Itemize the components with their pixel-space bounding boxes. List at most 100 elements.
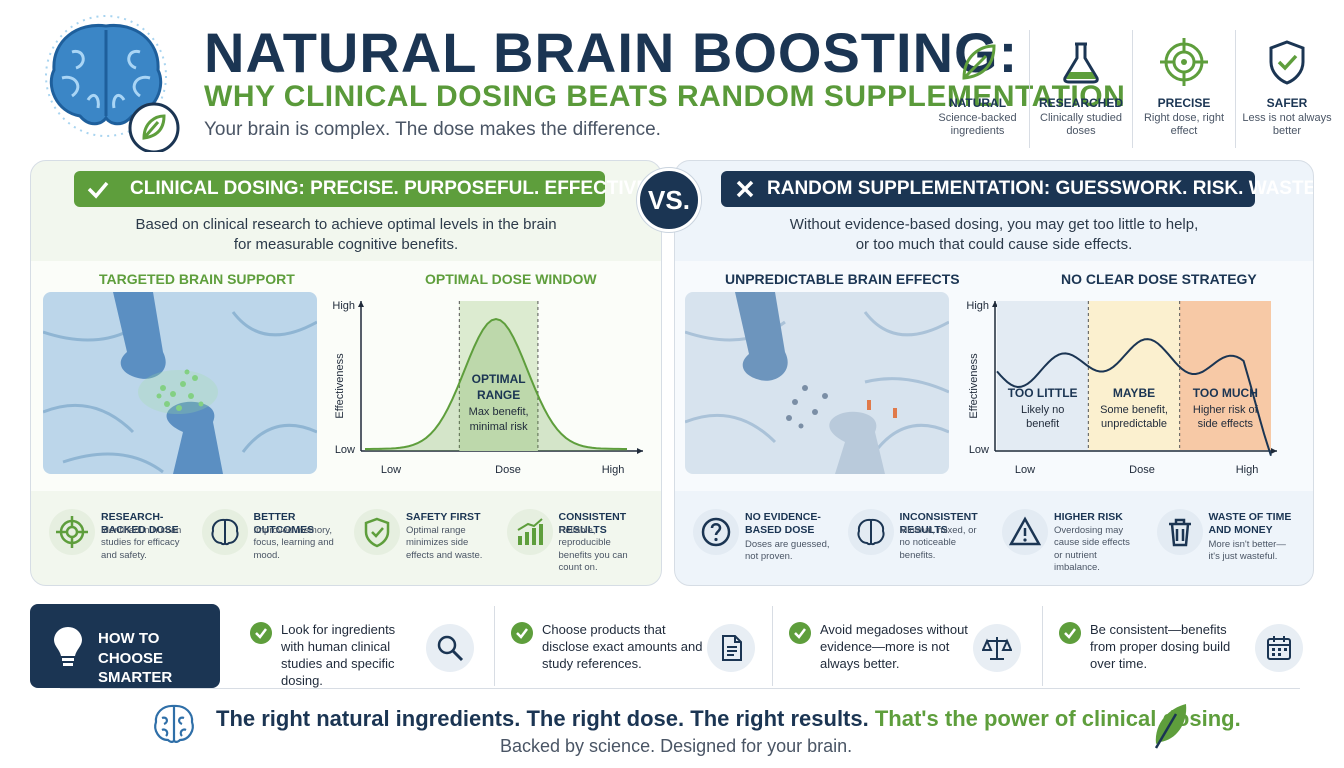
lightbulb-icon bbox=[54, 627, 82, 666]
tip-text: Choose products that disclose exact amou… bbox=[542, 622, 703, 671]
clinical-banner: CLINICAL DOSING: PRECISE. PURPOSEFUL. EF… bbox=[74, 171, 654, 207]
badge-safer: SAFER Less is not always better bbox=[1235, 30, 1338, 148]
target-icon bbox=[56, 516, 88, 548]
dose-zone bbox=[997, 301, 1089, 450]
x-icon bbox=[736, 180, 754, 198]
feature-better-outcomes: BETTER OUTCOMES Improved memory, focus, … bbox=[194, 495, 347, 585]
feature-icon-wrap bbox=[693, 509, 739, 555]
feature-icon-wrap bbox=[354, 509, 400, 555]
zone-title: TOO LITTLE bbox=[1008, 386, 1078, 400]
shield-check-icon bbox=[364, 517, 390, 548]
x-tick-label: Dose bbox=[1129, 464, 1155, 476]
feature-title: BETTER OUTCOMES bbox=[253, 511, 315, 537]
random-banner-text: RANDOM SUPPLEMENTATION: GUESSWORK. RISK.… bbox=[767, 178, 1314, 199]
brain-logo-icon bbox=[45, 15, 180, 152]
badge-natural: NATURAL Science-backed ingredients bbox=[926, 30, 1029, 148]
annotation-title: OPTIMAL bbox=[472, 372, 526, 386]
tip-item: Be consistent—benefits from proper dosin… bbox=[1042, 606, 1314, 686]
annotation-title: RANGE bbox=[477, 388, 520, 402]
footer-message-part1: The right natural ingredients. The right… bbox=[216, 706, 869, 731]
check-circle-icon bbox=[511, 622, 533, 644]
badge-desc: Science-backed ingredients bbox=[938, 112, 1017, 138]
random-description: Without evidence-based dosing, you may g… bbox=[675, 215, 1313, 254]
feature-desc: Optimal range minimizes side effects and… bbox=[406, 525, 483, 561]
random-features: NO EVIDENCE-BASED DOSE Doses are guessed… bbox=[685, 495, 1303, 585]
x-tick-label: Dose bbox=[495, 464, 521, 476]
feature-title: SAFETY FIRST bbox=[406, 511, 481, 523]
trash-icon bbox=[1168, 518, 1191, 547]
feature-research-backed: RESEARCH-BACKED DOSE Identified in human… bbox=[41, 495, 194, 585]
badge-researched: RESEARCHED Clinically studied doses bbox=[1029, 30, 1132, 148]
feature-safety-first: SAFETY FIRST Optimal range minimizes sid… bbox=[346, 495, 499, 585]
clinical-description: Based on clinical research to achieve op… bbox=[31, 215, 661, 254]
y-axis-arrow bbox=[992, 301, 998, 307]
zone-desc: Likely no bbox=[1021, 404, 1064, 416]
how-to-choose-title: HOW TO CHOOSE SMARTER bbox=[98, 630, 173, 686]
x-tick-label: Low bbox=[381, 464, 401, 476]
tips-row: Look for ingredients with human clinical… bbox=[234, 606, 1314, 688]
y-tick-label: High bbox=[332, 300, 355, 312]
badge-title: SAFER bbox=[1266, 96, 1308, 110]
check-icon bbox=[87, 181, 109, 199]
magnifier-icon bbox=[437, 635, 464, 662]
feature-waste: WASTE OF TIME AND MONEY More isn't bette… bbox=[1149, 495, 1304, 585]
feature-title: HIGHER RISK bbox=[1054, 511, 1123, 523]
zone-title: MAYBE bbox=[1113, 386, 1155, 400]
shield-check-icon bbox=[1269, 40, 1305, 85]
badge-precise: PRECISE Right dose, right effect bbox=[1132, 30, 1235, 148]
feature-desc: Overdosing may cause side effects or nut… bbox=[1054, 525, 1130, 574]
feature-title: RESEARCH-BACKED DOSE bbox=[101, 511, 179, 537]
footer-divider bbox=[60, 688, 1300, 689]
desc-line: Without evidence-based dosing, you may g… bbox=[789, 216, 1199, 233]
warning-icon bbox=[1009, 516, 1041, 546]
leaf-icon bbox=[961, 44, 996, 80]
badge-desc: Clinically studied doses bbox=[1040, 112, 1122, 138]
feature-desc: Minimal, mixed, or no noticeable benefit… bbox=[899, 525, 977, 561]
tip-icon-wrap bbox=[1255, 624, 1303, 672]
y-tick-label: Low bbox=[969, 444, 989, 456]
check-circle-icon bbox=[1059, 622, 1081, 644]
flask-icon bbox=[1063, 42, 1099, 84]
y-axis-label: Effectiveness bbox=[968, 353, 980, 419]
synapse-illustration bbox=[43, 292, 317, 474]
clinical-dosing-panel: CLINICAL DOSING: PRECISE. PURPOSEFUL. EF… bbox=[30, 160, 662, 586]
benefit-badges: NATURAL Science-backed ingredients RESEA… bbox=[926, 30, 1338, 148]
desc-line: or too much that could cause side effect… bbox=[855, 235, 1133, 253]
desc-line: for measurable cognitive benefits. bbox=[233, 235, 459, 253]
check-circle-icon bbox=[250, 622, 272, 644]
clinical-features: RESEARCH-BACKED DOSE Identified in human… bbox=[41, 495, 651, 585]
desc-line: Based on clinical research to achieve op… bbox=[135, 216, 557, 233]
clinical-banner-text: CLINICAL DOSING: PRECISE. PURPOSEFUL. EF… bbox=[130, 178, 655, 199]
target-icon bbox=[1160, 38, 1208, 86]
tip-item: Avoid megadoses without evidence—more is… bbox=[772, 606, 1042, 686]
feature-no-evidence: NO EVIDENCE-BASED DOSE Doses are guessed… bbox=[685, 495, 840, 585]
feature-title: WASTE OF TIME AND MONEY bbox=[1208, 511, 1292, 537]
growth-chart-icon bbox=[516, 518, 543, 545]
dose-zone bbox=[1179, 301, 1271, 450]
feature-desc: Reliable, reproducible benefits you can … bbox=[558, 525, 628, 574]
zone-desc: unpredictable bbox=[1101, 418, 1167, 430]
badge-title: RESEARCHED bbox=[1038, 96, 1123, 110]
zone-desc: benefit bbox=[1026, 418, 1059, 430]
x-tick-label: High bbox=[602, 464, 625, 476]
zone-desc: Higher risk of bbox=[1193, 404, 1259, 416]
how-to-choose-box: HOW TO CHOOSE SMARTER bbox=[30, 604, 220, 688]
badge-desc: Right dose, right effect bbox=[1143, 112, 1225, 138]
dose-zone bbox=[1088, 301, 1180, 450]
optimal-window-shade bbox=[459, 301, 538, 451]
question-icon bbox=[701, 517, 731, 547]
page-subtitle: WHY CLINICAL DOSING BEATS RANDOM SUPPLEM… bbox=[204, 80, 1126, 113]
optimal-window-title: OPTIMAL DOSE WINDOW bbox=[425, 271, 597, 287]
badge-title: NATURAL bbox=[948, 96, 1007, 110]
feature-desc: More isn't better—it's just wasteful. bbox=[1208, 539, 1286, 563]
calendar-icon bbox=[1267, 636, 1291, 660]
scale-icon bbox=[982, 637, 1012, 660]
tip-icon-wrap bbox=[973, 624, 1021, 672]
footer-message: The right natural ingredients. The right… bbox=[216, 706, 1241, 732]
brain-icon bbox=[154, 704, 194, 743]
y-tick-label: High bbox=[966, 300, 989, 312]
zone-desc: side effects bbox=[1198, 418, 1254, 430]
page-title: NATURAL BRAIN BOOSTING: bbox=[204, 21, 1019, 84]
dose-curve bbox=[364, 317, 628, 450]
tip-icon-wrap bbox=[707, 624, 755, 672]
